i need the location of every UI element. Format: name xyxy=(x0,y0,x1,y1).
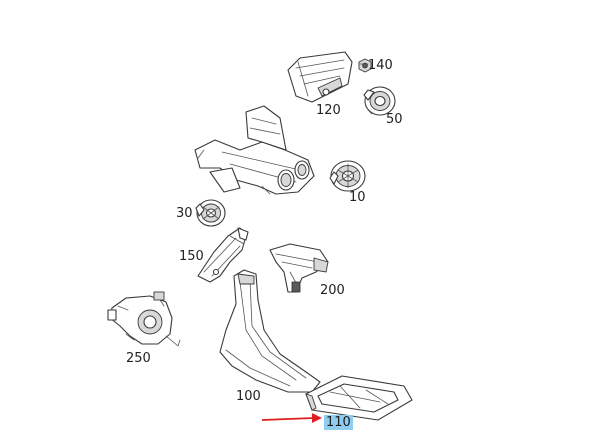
part-50-actuator[interactable] xyxy=(363,86,396,116)
label-250: 250 xyxy=(126,351,151,366)
label-120: 120 xyxy=(316,103,341,118)
label-140: 140 xyxy=(368,58,393,73)
part-140-nut[interactable] xyxy=(358,58,372,73)
part-120-housing[interactable] xyxy=(287,51,353,103)
label-10: 10 xyxy=(349,190,366,205)
part-110-frame[interactable] xyxy=(305,375,413,421)
label-30: 30 xyxy=(176,206,193,221)
part-10-fan-motor[interactable] xyxy=(329,160,366,192)
part-150-duct[interactable] xyxy=(197,227,249,283)
part-100-main-duct[interactable] xyxy=(219,269,321,393)
part-250-blower[interactable] xyxy=(107,291,181,347)
label-50: 50 xyxy=(386,112,403,127)
label-200: 200 xyxy=(320,283,345,298)
part-30-motor[interactable] xyxy=(195,199,226,227)
label-100: 100 xyxy=(236,389,261,404)
label-110-highlighted[interactable]: 110 xyxy=(324,415,353,430)
label-150: 150 xyxy=(179,249,204,264)
highlight-arrow xyxy=(261,413,322,423)
part-200-duct[interactable] xyxy=(269,243,329,293)
upper-duct-assembly xyxy=(194,105,315,195)
